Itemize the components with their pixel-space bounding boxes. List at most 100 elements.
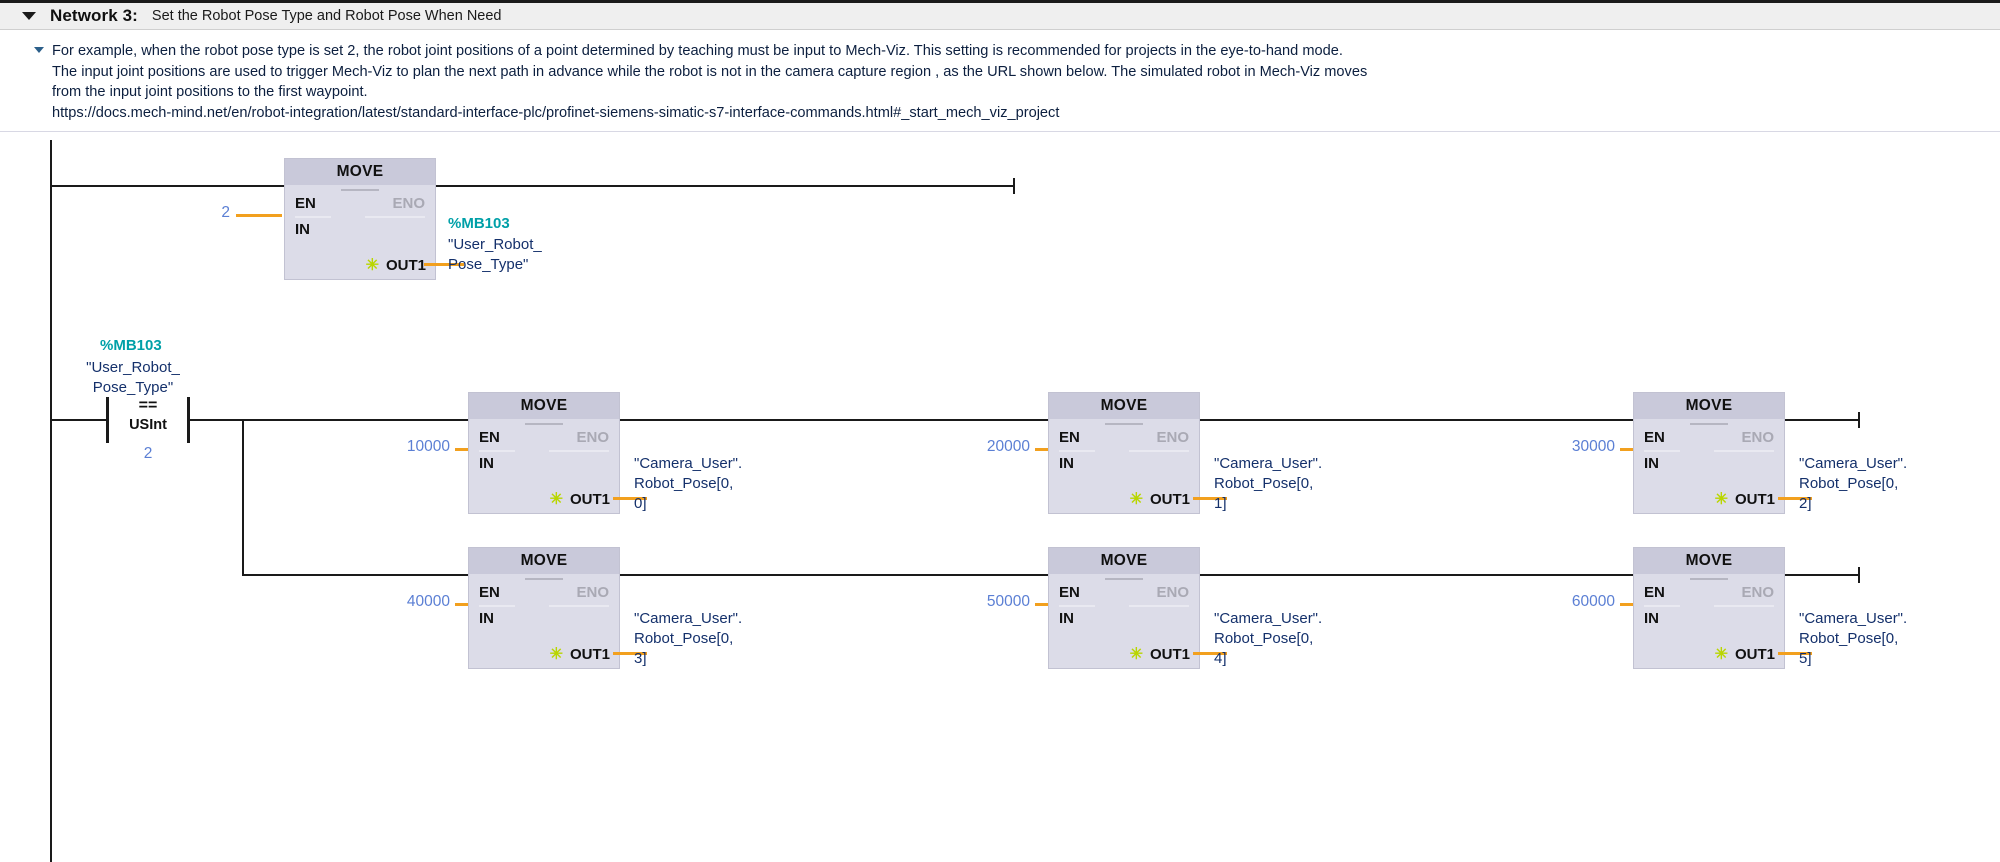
move-block-title: MOVE — [1634, 393, 1784, 419]
comment-separator — [0, 131, 2000, 132]
en-label: EN — [1059, 428, 1080, 446]
en-label: EN — [295, 194, 316, 212]
out1-label: OUT1 — [1149, 491, 1190, 508]
move-block-title: MOVE — [469, 548, 619, 574]
out1-label: OUT1 — [1149, 646, 1190, 663]
branchB-block3-out-line2: Robot_Pose[0, — [1799, 630, 1899, 647]
in-divider — [1059, 450, 1095, 452]
out1-label: OUT1 — [1734, 491, 1775, 508]
network-collapse-icon[interactable] — [22, 12, 36, 20]
en-eno-link — [1690, 578, 1728, 580]
comment-url[interactable]: https://docs.mech-mind.net/en/robot-inte… — [52, 104, 1060, 121]
branchA-block2-out-line1: "Camera_User". — [1214, 455, 1323, 472]
in-divider — [1059, 605, 1095, 607]
network-header-bar[interactable]: Network 3: Set the Robot Pose Type and R… — [0, 0, 2000, 30]
power-rail — [50, 140, 52, 862]
star-burst-icon: ✳ — [549, 490, 563, 508]
in-label: IN — [1059, 610, 1074, 627]
star-burst-icon: ✳ — [1714, 490, 1728, 508]
network-label: Network 3: — [50, 6, 138, 25]
branchB-block1-out-stub — [613, 652, 647, 655]
move-block-a3[interactable]: MOVE EN ENO IN ✳ OUT1 — [1633, 392, 1785, 514]
branchB-block2-out-line2: Robot_Pose[0, — [1214, 630, 1314, 647]
branchA-wire-right — [1785, 419, 1860, 421]
network-comment[interactable]: For example, when the robot pose type is… — [0, 33, 2000, 129]
comment-line-3: from the input joint positions to the fi… — [52, 84, 368, 100]
star-burst-icon: ✳ — [1714, 645, 1728, 663]
rung2-contact-line2: Pose_Type" — [92, 379, 174, 396]
move-block-title: MOVE — [1049, 393, 1199, 419]
rung2-wire-after-contact — [188, 419, 244, 421]
out1-label: OUT1 — [1734, 646, 1775, 663]
move-block-b3[interactable]: MOVE EN ENO IN ✳ OUT1 — [1633, 547, 1785, 669]
branchB-block2-out-line3: 4] — [1214, 650, 1227, 667]
en-eno-link — [525, 423, 563, 425]
branchB-block2-in-value: 50000 — [986, 593, 1030, 610]
eno-label: ENO — [576, 583, 609, 601]
move-block-title: MOVE — [1049, 548, 1199, 574]
branchB-wire-mid2 — [1200, 574, 1636, 576]
branchB-wire-left — [242, 574, 470, 576]
in-divider — [1644, 605, 1680, 607]
rung1-in-stub — [236, 214, 282, 217]
in-label: IN — [295, 221, 310, 238]
rung2-wire-to-contact — [50, 419, 108, 421]
en-label: EN — [1644, 583, 1665, 601]
eno-label: ENO — [1741, 583, 1774, 601]
branchA-block1-out-stub — [613, 497, 647, 500]
out1-label: OUT1 — [569, 491, 610, 508]
branchB-block1-in-value: 40000 — [406, 593, 450, 610]
en-label: EN — [479, 583, 500, 601]
move-block-a2[interactable]: MOVE EN ENO IN ✳ OUT1 — [1048, 392, 1200, 514]
move-block-title: MOVE — [285, 159, 435, 185]
out1-row: ✳ OUT1 — [550, 491, 610, 508]
en-label: EN — [1644, 428, 1665, 446]
branchA-block3-out-line2: Robot_Pose[0, — [1799, 475, 1899, 492]
en-label: EN — [1059, 583, 1080, 601]
rung2-contact-line1: "User_Robot_ — [86, 359, 180, 376]
in-label: IN — [1059, 455, 1074, 472]
in-label: IN — [479, 455, 494, 472]
branchA-block2-out-line2: Robot_Pose[0, — [1214, 475, 1314, 492]
out1-row: ✳ OUT1 — [1715, 491, 1775, 508]
branchB-wire-right — [1785, 574, 1860, 576]
out1-label: OUT1 — [385, 257, 426, 274]
move-block-a1[interactable]: MOVE EN ENO IN ✳ OUT1 — [468, 392, 620, 514]
ladder-canvas: 2 MOVE EN ENO IN ✳ OUT1 %MB103 "User_Rob… — [0, 134, 2000, 862]
en-eno-link — [1690, 423, 1728, 425]
branchA-block1-out-line1: "Camera_User". — [634, 455, 743, 472]
en-eno-link — [341, 189, 379, 191]
branchB-block1-out-line1: "Camera_User". — [634, 610, 743, 627]
branchB-wire-mid1 — [620, 574, 1050, 576]
eno-label: ENO — [1156, 428, 1189, 446]
branchA-end-tick — [1858, 412, 1860, 428]
out1-row: ✳ OUT1 — [1715, 646, 1775, 663]
rung1-end-tick — [1013, 178, 1015, 194]
branchA-block3-out-line1: "Camera_User". — [1799, 455, 1908, 472]
en-eno-link — [1105, 578, 1143, 580]
rung1-out-tag-line2: Pose_Type" — [448, 256, 529, 273]
move-block-b1[interactable]: MOVE EN ENO IN ✳ OUT1 — [468, 547, 620, 669]
star-burst-icon: ✳ — [1129, 490, 1143, 508]
branchB-end-tick — [1858, 567, 1860, 583]
comment-collapse-icon[interactable] — [34, 47, 44, 53]
out1-label: OUT1 — [569, 646, 610, 663]
rung1-out-address: %MB103 — [448, 215, 510, 232]
en-eno-link — [525, 578, 563, 580]
branchA-block3-out-line3: 2] — [1799, 495, 1812, 512]
branchA-block1-in-value: 10000 — [406, 438, 450, 455]
branchB-block3-out-stub — [1778, 652, 1812, 655]
in-divider — [1644, 450, 1680, 452]
in-divider — [479, 450, 515, 452]
out-divider — [365, 216, 425, 218]
branchB-block3-in-value: 60000 — [1571, 593, 1615, 610]
branchB-block2-out-line1: "Camera_User". — [1214, 610, 1323, 627]
branchA-block3-in-value: 30000 — [1571, 438, 1615, 455]
out1-row: ✳ OUT1 — [1130, 491, 1190, 508]
compare-contact-equal-usint[interactable]: == USInt 2 — [106, 397, 190, 462]
move-block-rung1[interactable]: MOVE EN ENO IN ✳ OUT1 — [284, 158, 436, 280]
out-divider — [1129, 450, 1189, 452]
rung1-wire-right — [385, 185, 1015, 187]
out-divider — [1129, 605, 1189, 607]
move-block-b2[interactable]: MOVE EN ENO IN ✳ OUT1 — [1048, 547, 1200, 669]
